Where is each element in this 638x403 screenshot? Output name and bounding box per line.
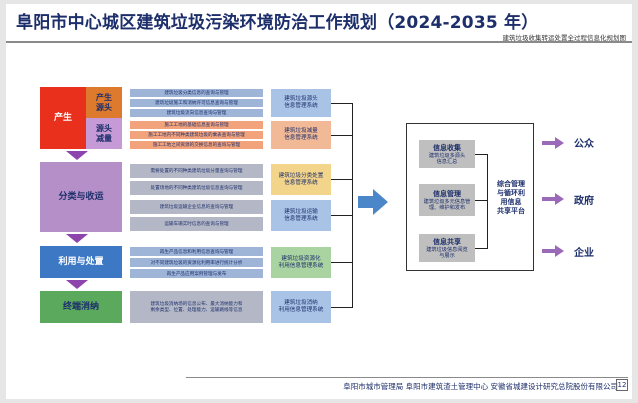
user-government: 政府 — [574, 196, 594, 207]
phase-sort: 分类与收运 — [40, 162, 122, 232]
share-title: 信息共享 — [433, 237, 461, 246]
collect-desc: 建筑垃圾多源头 信息汇总 — [428, 152, 466, 166]
connector-line — [331, 103, 353, 104]
phase-reduce: 源头 减量 — [86, 118, 122, 149]
system-sort: 建筑垃圾分类处置 信息管理系统 — [271, 164, 331, 195]
page-title: 阜阳市中心城区建筑垃圾污染环境防治工作规划（2024-2035 年） — [16, 13, 539, 33]
source-item: 建筑垃圾施工和消纳许可信息查询与管理 — [130, 99, 263, 107]
platform-line — [475, 248, 487, 249]
arrow-down-icon — [66, 234, 88, 243]
sort-item: 处置场地的不同种类建筑垃圾信息查询与管理 — [130, 181, 263, 195]
use-item: 再生产品信息和利用信息查询与管理 — [130, 247, 263, 256]
arrow-down-icon — [66, 151, 88, 160]
connector-line — [331, 307, 353, 308]
arrow-right-icon — [542, 245, 564, 257]
page-number: 12 — [616, 379, 628, 391]
platform-share: 信息共享 建筑垃圾信息阅览 与展示 — [419, 234, 475, 262]
system-source: 建筑垃圾源头 信息管理系统 — [271, 89, 331, 117]
final-item: 建筑垃圾消纳场的信息公布、最大消纳能力和 — [150, 302, 243, 307]
system-transport: 建筑垃圾运输 信息管理系统 — [271, 200, 331, 231]
page-subtitle: 建筑垃圾收集转运处置全过程信息化规划图 — [502, 34, 627, 42]
connector-line — [331, 262, 353, 263]
source-item: 建筑垃圾流向信息查询与管理 — [130, 109, 263, 117]
phase-use: 利用与处置 — [40, 246, 122, 278]
platform-collect: 信息收集 建筑垃圾多源头 信息汇总 — [419, 140, 475, 168]
platform-center-label: 综合管理 与循环利 用信息 共享平台 — [497, 180, 525, 216]
footer-rule — [186, 377, 628, 378]
manage-desc: 建筑垃圾多元信息管 理、维护和发布 — [423, 198, 471, 212]
phase-final: 终端消纳 — [40, 291, 122, 323]
connector-line — [331, 215, 353, 216]
arrow-down-icon — [66, 280, 88, 289]
share-desc: 建筑垃圾信息阅览 与展示 — [426, 246, 468, 260]
reduce-item: 施工工地的基础信息查询与管理 — [130, 121, 263, 129]
platform-manage: 信息管理 建筑垃圾多元信息管 理、维护和发布 — [419, 184, 475, 216]
sort-item: 建筑垃圾运输企业信息的查询与管理 — [130, 200, 263, 214]
reduce-item: 施工工地内不同种类建筑垃圾的乘表查询与管理 — [130, 131, 263, 139]
use-item: 对不同建筑垃圾的资源化利用率进行统计分析 — [130, 258, 263, 267]
arrow-right-icon — [542, 193, 564, 205]
platform-line — [487, 154, 488, 249]
platform-line — [475, 200, 487, 201]
platform-line — [475, 154, 487, 155]
user-public: 公众 — [574, 139, 594, 150]
arrow-right-icon — [358, 189, 388, 215]
use-item: 再生产品应用案例管理与发布 — [130, 269, 263, 278]
system-reduce: 建筑垃圾减量 信息管理系统 — [271, 121, 331, 149]
collect-title: 信息收集 — [433, 143, 461, 152]
sort-item: 需要处置的不同种类建筑垃圾分量查询与管理 — [130, 164, 263, 178]
connector-line — [331, 179, 353, 180]
source-item: 建筑垃圾分类信息的查询与管理 — [130, 89, 263, 97]
connector-line — [331, 135, 353, 136]
footer-organizations: 阜阳市城市管理局 阜阳市建筑渣土管理中心 安徽省城建设计研究总院股份有限公司 — [343, 382, 618, 391]
phase-source: 产生 源头 — [86, 87, 122, 118]
page: 阜阳市中心城区建筑垃圾污染环境防治工作规划（2024-2035 年） 建筑垃圾收… — [6, 4, 632, 399]
final-item-box: 建筑垃圾消纳场的信息公布、最大消纳能力和 剩余类型、位置、处理能力、运输路线等信… — [130, 291, 263, 323]
user-enterprise: 企业 — [574, 248, 594, 259]
system-final: 建筑垃圾消纳 利用信息管理系统 — [271, 291, 331, 323]
title-rule — [6, 41, 632, 43]
arrow-right-icon — [542, 137, 564, 149]
phase-produce: 产生 — [40, 87, 86, 149]
manage-title: 信息管理 — [433, 189, 461, 198]
reduce-item: 施工工地之间资源的交换信息的查询与管理 — [130, 141, 263, 149]
system-use: 建筑垃圾资源化 利用信息管理系统 — [271, 247, 331, 278]
final-item: 剩余类型、位置、处理能力、运输路线等信息 — [150, 308, 243, 313]
bracket-line — [352, 103, 353, 308]
sort-item: 运输车辆实时信息的查询与管理 — [130, 217, 263, 231]
